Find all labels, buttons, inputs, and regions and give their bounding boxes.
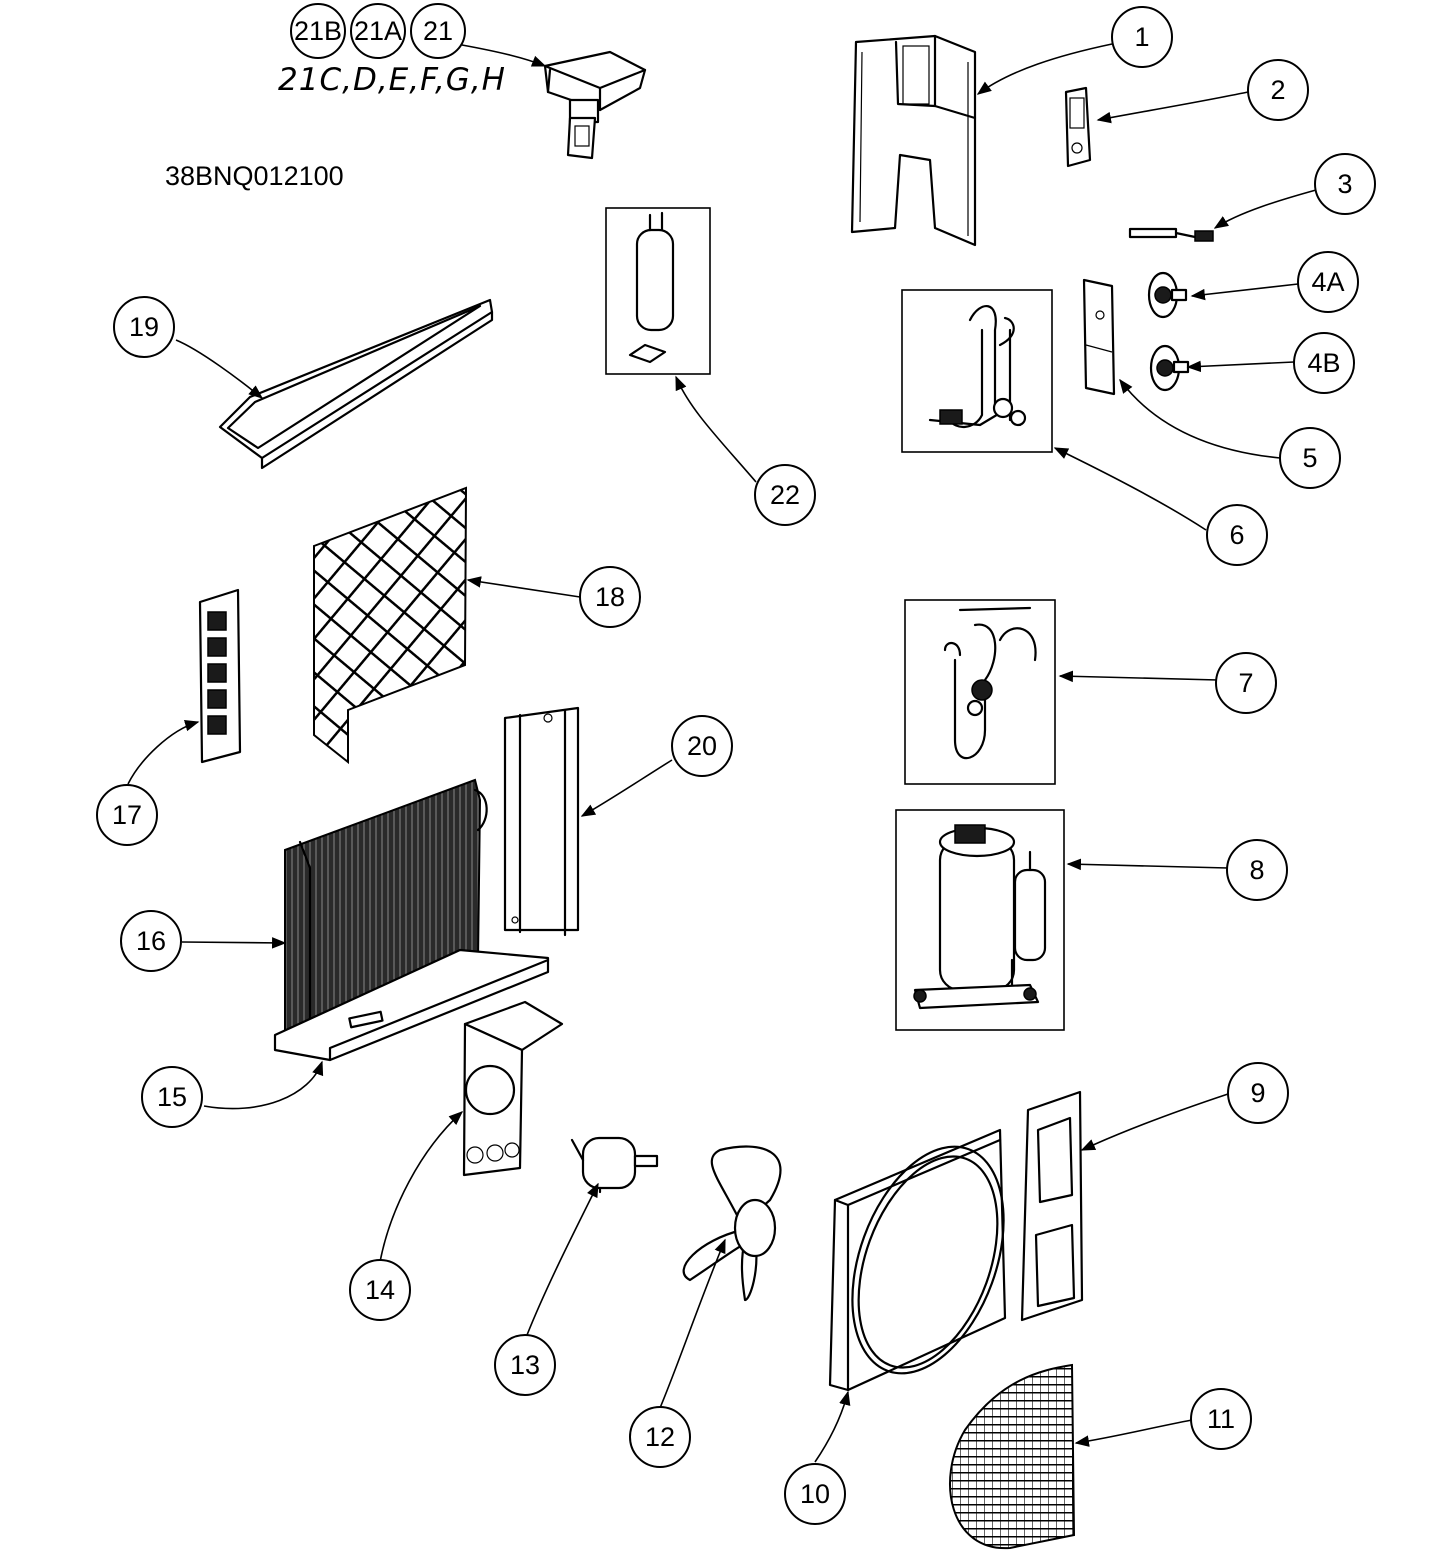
svg-text:21B: 21B (294, 16, 342, 46)
svg-text:14: 14 (365, 1275, 395, 1305)
svg-text:2: 2 (1270, 75, 1285, 105)
callout-14: 14 (349, 1259, 411, 1321)
part-17-side-bracket (198, 588, 242, 764)
handwritten-part-suffixes: 21C,D,E,F,G,H (278, 62, 506, 98)
svg-text:5: 5 (1302, 443, 1317, 473)
callout-19: 19 (113, 296, 175, 358)
svg-text:6: 6 (1229, 520, 1244, 550)
callout-4b: 4B (1293, 332, 1355, 394)
callout-21: 21 (410, 3, 466, 59)
svg-text:7: 7 (1238, 668, 1253, 698)
svg-text:12: 12 (645, 1422, 675, 1452)
leader-lines (127, 43, 1317, 1463)
part-8-compressor (895, 809, 1065, 1031)
svg-text:4A: 4A (1311, 267, 1344, 297)
svg-text:13: 13 (510, 1350, 540, 1380)
part-10-orifice-panel (828, 1128, 1007, 1392)
callout-3: 3 (1314, 153, 1376, 215)
svg-text:21A: 21A (354, 16, 402, 46)
part-13-fan-motor (570, 1136, 659, 1194)
part-7-piping-assembly (904, 599, 1056, 785)
part-2-bracket (1064, 86, 1092, 168)
callout-2: 2 (1247, 59, 1309, 121)
svg-text:19: 19 (129, 312, 159, 342)
part-11-fan-grille (949, 1363, 1076, 1550)
callout-16: 16 (120, 910, 182, 972)
svg-text:8: 8 (1249, 855, 1264, 885)
svg-text:9: 9 (1250, 1078, 1265, 1108)
callout-21b: 21B (290, 3, 346, 59)
callout-10: 10 (784, 1463, 846, 1525)
part-22-filter-drier (605, 207, 711, 375)
callout-6: 6 (1206, 504, 1268, 566)
callout-9: 9 (1227, 1062, 1289, 1124)
part-1-top-panel (850, 34, 977, 247)
callout-12: 12 (629, 1406, 691, 1468)
svg-text:16: 16 (136, 926, 166, 956)
part-19-top-cover (218, 298, 494, 470)
part-15-base-pan (273, 948, 550, 1062)
part-6-tubing-assembly (901, 289, 1053, 453)
part-3-sensor (1128, 227, 1214, 242)
model-number: 38BNQ012100 (165, 161, 344, 191)
part-4a-valve (1147, 271, 1188, 319)
svg-text:22: 22 (770, 480, 800, 510)
svg-text:3: 3 (1337, 169, 1352, 199)
callout-8: 8 (1226, 839, 1288, 901)
callout-21a: 21A (350, 3, 406, 59)
callout-20: 20 (671, 715, 733, 777)
svg-text:18: 18 (595, 582, 625, 612)
callout-7: 7 (1215, 652, 1277, 714)
svg-text:4B: 4B (1307, 348, 1340, 378)
callout-4a: 4A (1297, 251, 1359, 313)
svg-text:21: 21 (423, 16, 453, 46)
part-21-control-bracket (543, 50, 647, 160)
svg-text:1: 1 (1134, 22, 1149, 52)
callout-5: 5 (1279, 427, 1341, 489)
callout-15: 15 (141, 1066, 203, 1128)
callouts: 1 2 3 4A 4B 5 6 7 8 9 10 11 12 13 14 15 … (96, 3, 1376, 1525)
callout-18: 18 (579, 566, 641, 628)
svg-text:10: 10 (800, 1479, 830, 1509)
callout-13: 13 (494, 1334, 556, 1396)
part-4b-valve (1149, 344, 1190, 392)
callout-1: 1 (1111, 6, 1173, 68)
callout-17: 17 (96, 784, 158, 846)
part-5-valve-plate (1082, 278, 1116, 396)
part-20-partition-panel (503, 706, 580, 937)
part-18-mesh-guard (313, 486, 468, 765)
callout-22: 22 (754, 464, 816, 526)
part-12-fan-blade (682, 1145, 782, 1302)
callout-11: 11 (1190, 1388, 1252, 1450)
svg-text:17: 17 (112, 800, 142, 830)
svg-text:15: 15 (157, 1082, 187, 1112)
part-14-control-panel (462, 1000, 564, 1177)
svg-text:20: 20 (687, 731, 717, 761)
svg-text:11: 11 (1207, 1404, 1235, 1434)
part-9-side-panel (1020, 1090, 1084, 1322)
